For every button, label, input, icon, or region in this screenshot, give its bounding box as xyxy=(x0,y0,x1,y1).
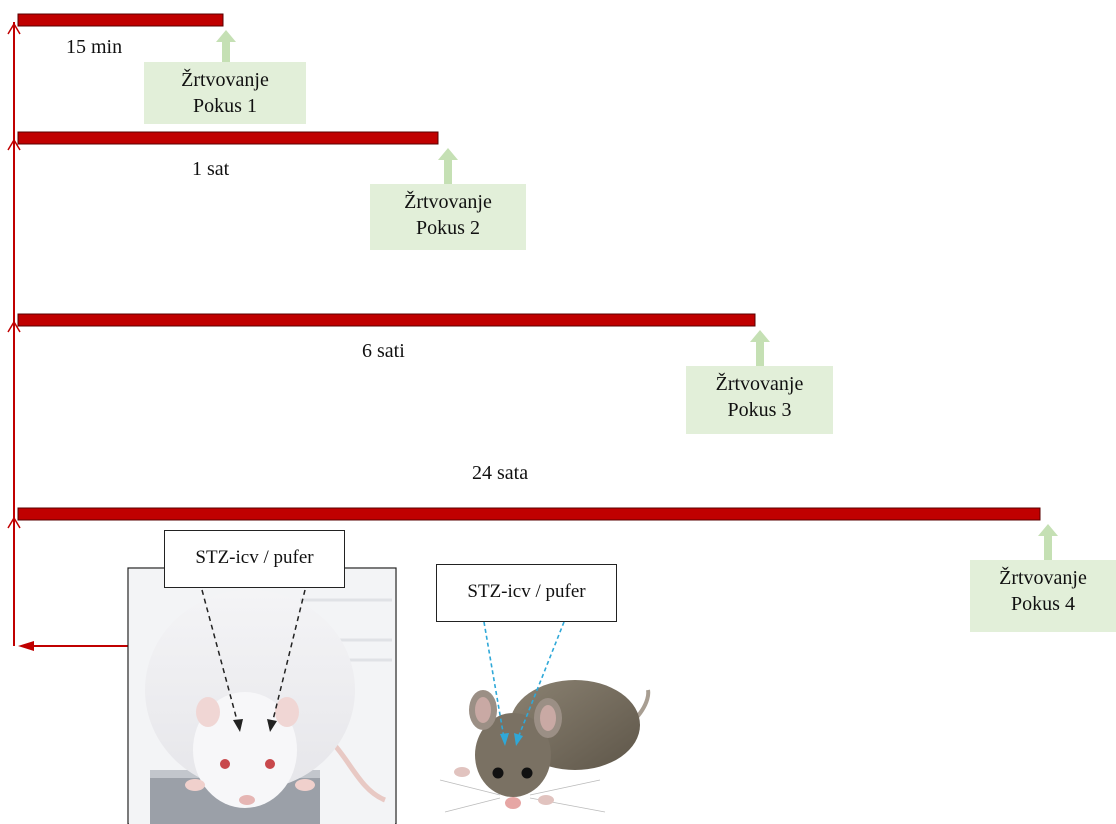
up-arrow-icon xyxy=(216,30,236,62)
injection-connector-arrowhead xyxy=(18,641,34,651)
mouse-injection-label: STZ-icv / pufer xyxy=(436,564,617,622)
sacrifice-label: Žrtvovanje xyxy=(181,69,269,91)
mouse-illustration xyxy=(439,621,651,813)
duration-label-6-sati: 6 sati xyxy=(362,340,405,362)
sacrifice-box-2: Žrtvovanje Pokus 2 xyxy=(370,184,526,250)
up-arrow-icon xyxy=(750,330,770,366)
timeline-bar-4 xyxy=(17,507,1041,521)
sacrifice-label: Žrtvovanje xyxy=(999,567,1087,589)
experiment-label: Pokus 4 xyxy=(1011,593,1075,615)
sacrifice-label: Žrtvovanje xyxy=(404,191,492,213)
duration-label-15-min: 15 min xyxy=(66,36,123,58)
sacrifice-box-1: Žrtvovanje Pokus 1 xyxy=(144,62,306,124)
rat-injection-label: STZ-icv / pufer xyxy=(164,530,345,588)
experiment-label: Pokus 1 xyxy=(193,95,257,117)
rat-illustration xyxy=(127,567,397,824)
sacrifice-box-4: Žrtvovanje Pokus 4 xyxy=(970,560,1116,632)
timeline-bar-2 xyxy=(17,131,439,145)
sacrifice-box-3: Žrtvovanje Pokus 3 xyxy=(686,366,833,434)
up-arrow-icon xyxy=(1038,524,1058,560)
duration-label-24-sata: 24 sata xyxy=(472,462,529,484)
axis-up-arrowheads xyxy=(7,22,21,529)
experiment-label: Pokus 3 xyxy=(727,399,792,421)
sacrifice-label: Žrtvovanje xyxy=(715,373,804,395)
up-arrow-icon xyxy=(438,148,458,184)
duration-label-1-sat: 1 sat xyxy=(192,158,230,180)
timeline-bar-3 xyxy=(17,313,756,327)
timeline-bar-1 xyxy=(17,13,224,27)
experiment-label: Pokus 2 xyxy=(416,217,480,239)
